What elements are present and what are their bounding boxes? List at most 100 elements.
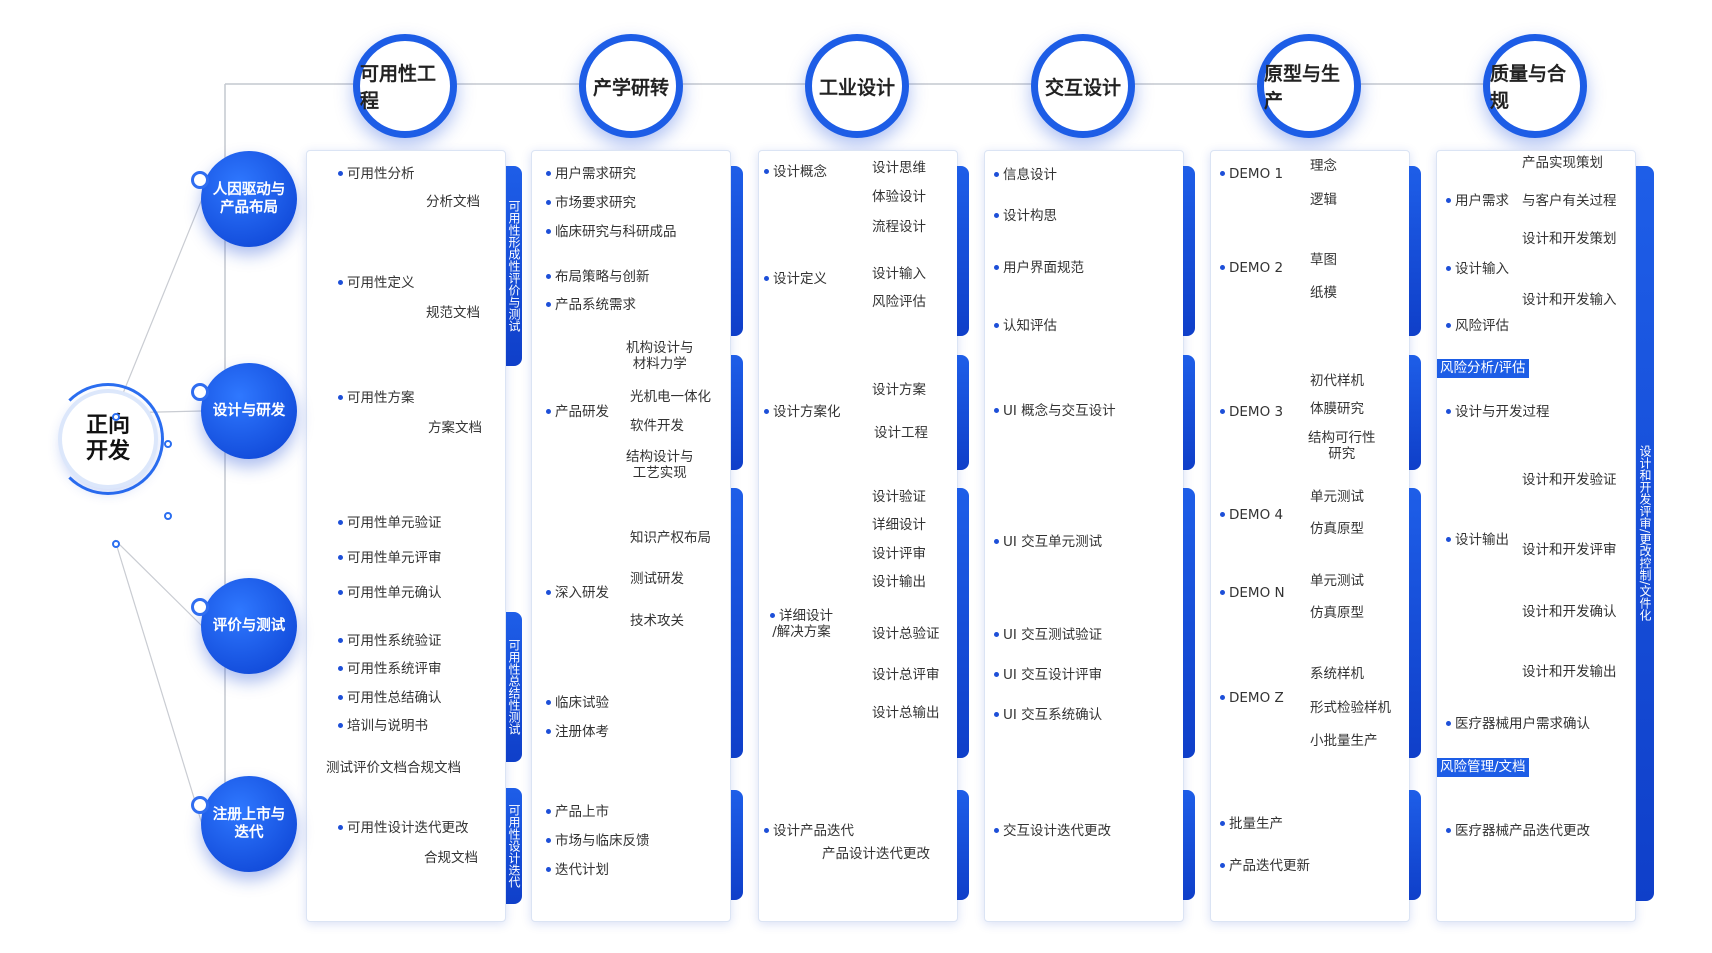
item-text: UI 概念与交互设计	[1003, 403, 1116, 419]
bullet-item: UI 交互单元测试	[994, 534, 1102, 550]
sub-item: 设计和开发确认	[1522, 604, 1617, 620]
column-panel	[306, 150, 506, 922]
item-text: 临床研究与科研成品	[555, 224, 677, 240]
item-text: 可用性设计迭代更改	[347, 820, 469, 836]
sub-item: 设计和开发评审	[1522, 542, 1617, 558]
bullet-item: 批量生产	[1220, 816, 1283, 832]
item-text: 规范文档	[426, 305, 480, 321]
side-bar	[1409, 355, 1421, 470]
sub-item: 设计和开发输出	[1522, 664, 1617, 680]
item-text: 市场与临床反馈	[555, 833, 650, 849]
item-text: UI 交互设计评审	[1003, 667, 1103, 683]
sub-item: 系统样机	[1310, 666, 1364, 682]
item-text: 市场要求研究	[555, 195, 636, 211]
column-panel	[758, 150, 958, 922]
side-bar	[1183, 488, 1195, 758]
bullet-item: DEMO 4	[1220, 507, 1283, 523]
item-text: 流程设计	[872, 219, 926, 235]
item-text: 风险评估	[872, 294, 926, 310]
item-text: DEMO 4	[1229, 507, 1284, 523]
item-text: 设计思维	[872, 160, 926, 176]
bullet-item: 迭代计划	[546, 862, 609, 878]
bullet-item: UI 交互设计评审	[994, 667, 1102, 683]
sub-item: 小批量生产	[1310, 733, 1378, 749]
bullet-item: 信息设计	[994, 167, 1057, 183]
bullet-item: 可用性总结确认	[338, 690, 442, 706]
item-text: 可用性单元确认	[347, 585, 442, 601]
item-text: 方案文档	[428, 420, 482, 436]
phase-link	[114, 539, 203, 825]
sub-item: 机构设计与 材料力学	[626, 340, 694, 372]
phase-node: 人因驱动与 产品布局	[191, 151, 297, 247]
sub-item: 设计验证	[872, 489, 926, 505]
sub-item: 体验设计	[872, 189, 926, 205]
sub-item: 设计总输出	[872, 705, 940, 721]
process-bar: 设计和开发评审/更改控制/文件化	[1636, 166, 1654, 901]
item-text: 单元测试	[1310, 489, 1364, 505]
sub-item: 规范文档	[426, 305, 480, 321]
column-header: 产学研转	[579, 34, 683, 138]
side-bar	[957, 166, 969, 336]
bullet-item: 可用性分析	[338, 166, 415, 182]
sub-item: 设计输入	[872, 266, 926, 282]
item-text: DEMO 2	[1229, 260, 1284, 276]
item-text: 测试研发	[630, 571, 684, 587]
item-text: 初代样机	[1310, 373, 1364, 389]
column-header: 原型与生产	[1257, 34, 1361, 138]
item-text: 可用性系统评审	[347, 661, 442, 677]
item-text: 批量生产	[1229, 816, 1283, 832]
item-text: 结构可行性 研究	[1308, 430, 1376, 462]
phase-label: 注册上市与 迭代	[212, 807, 286, 841]
sub-item: 设计评审	[872, 546, 926, 562]
item-text: 可用性分析	[347, 166, 415, 182]
bullet-item: 风险评估	[1446, 318, 1509, 334]
column-panel	[1210, 150, 1410, 922]
sub-item: 设计和开发输入	[1522, 292, 1617, 308]
bullet-item: 可用性单元确认	[338, 585, 442, 601]
item-text: 机构设计与 材料力学	[626, 340, 694, 372]
item-text: 纸模	[1310, 285, 1337, 301]
bar-label: 可用性总结性测试	[507, 639, 521, 735]
sub-item: 体膜研究	[1310, 401, 1364, 417]
item-text: 草图	[1310, 252, 1337, 268]
sub-item: 结构可行性 研究	[1308, 430, 1376, 462]
bullet-item: 设计产品迭代	[764, 823, 854, 839]
item-text: 培训与说明书	[347, 718, 428, 734]
bullet-item: UI 交互测试验证	[994, 627, 1102, 643]
bullet-item: 设计与开发过程	[1446, 404, 1550, 420]
sub-item: 设计和开发验证	[1522, 472, 1617, 488]
column-header: 交互设计	[1031, 34, 1135, 138]
process-bar: 可用性总结性测试	[506, 612, 522, 762]
item-text: 形式检验样机	[1310, 700, 1391, 716]
sub-item: 风险评估	[872, 294, 926, 310]
node-dot	[164, 440, 172, 448]
item-text: 软件开发	[630, 418, 684, 434]
item-text: 设计和开发验证	[1522, 472, 1617, 488]
sub-item: 设计方案	[872, 382, 926, 398]
sub-item: 软件开发	[630, 418, 684, 434]
column-header: 可用性工程	[353, 34, 457, 138]
item-text: 注册体考	[555, 724, 609, 740]
item-text: 设计总输出	[872, 705, 940, 721]
item-text: 仿真原型	[1310, 521, 1364, 537]
bullet-item: 产品上市	[546, 804, 609, 820]
bullet-item: 可用性系统评审	[338, 661, 442, 677]
item-text: 风险评估	[1455, 318, 1509, 334]
item-text: 设计输出	[872, 574, 926, 590]
item-text: 设计方案化	[773, 404, 841, 420]
sub-item: 仿真原型	[1310, 605, 1364, 621]
bullet-item: 深入研发	[546, 585, 609, 601]
item-text: 产品系统需求	[555, 297, 636, 313]
bullet-item: 临床试验	[546, 695, 609, 711]
bullet-item: 设计定义	[764, 271, 827, 287]
item-text: 详细设计	[872, 517, 926, 533]
item-text: 产品实现策划	[1522, 155, 1603, 171]
item-text: 设计与开发过程	[1455, 404, 1550, 420]
phase-node: 评价与测试	[191, 578, 297, 674]
item-text: 设计输入	[872, 266, 926, 282]
side-bar	[731, 790, 743, 900]
item-text: 知识产权布局	[630, 530, 711, 546]
side-bar	[731, 488, 743, 758]
bullet-item: 设计方案化	[764, 404, 841, 420]
bullet-item: 可用性单元验证	[338, 515, 442, 531]
